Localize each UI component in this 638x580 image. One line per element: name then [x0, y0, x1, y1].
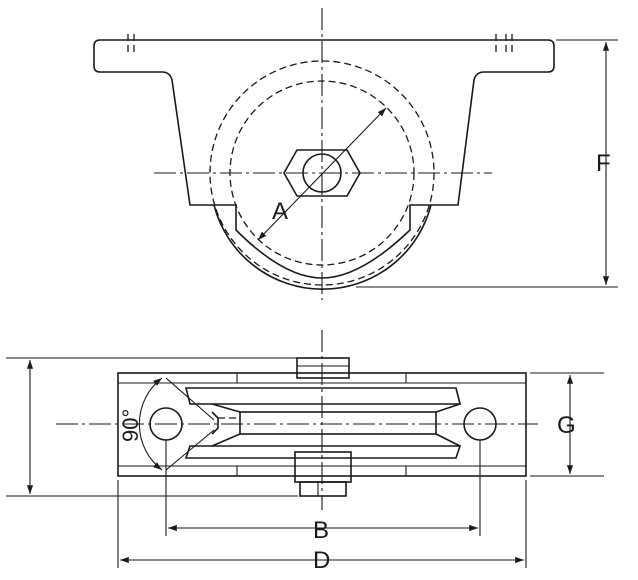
dimension-d-label: D [313, 547, 330, 574]
wheel-taper-bl [211, 433, 241, 447]
dimension-a-line [257, 107, 387, 241]
dimension-f-label: F [596, 150, 611, 177]
flange-slot-left [127, 34, 135, 54]
angle-leg-upper [165, 377, 215, 421]
bolt-head-top [296, 357, 350, 379]
angle-arc [138, 377, 163, 471]
bracket-outline [93, 39, 555, 279]
plan-view: 90° G B D [6, 330, 604, 574]
flange-slot-right [495, 34, 513, 54]
wheel-taper-tr [435, 403, 461, 413]
dimension-a-label: A [272, 198, 288, 225]
angle-leg-lower [165, 429, 215, 471]
wheel-taper-tl [211, 403, 241, 413]
wheel-groove [239, 411, 437, 435]
bolt-end-bottom [299, 481, 347, 497]
wheel-taper-br [435, 433, 461, 447]
dimension-g-label: G [557, 412, 576, 439]
front-view: A F [93, 8, 618, 300]
wheel-plan-outer-bottom [184, 445, 462, 459]
wheel-plan-outer [184, 387, 462, 405]
bolt-nut-bottom [294, 451, 352, 483]
dimension-b-label: B [313, 517, 329, 544]
angle-label: 90° [118, 409, 143, 442]
wheel-rim-left [211, 411, 219, 435]
